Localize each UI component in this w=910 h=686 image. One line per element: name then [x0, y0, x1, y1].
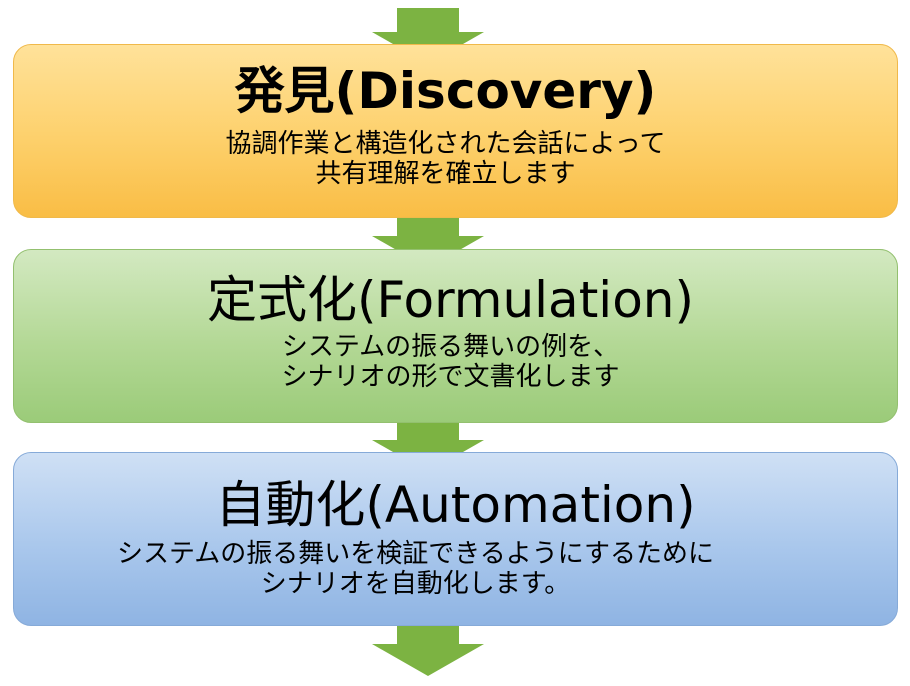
flow-arrow-top — [372, 8, 484, 64]
stage-description-line: 協調作業と構造化された会話によって — [225, 129, 666, 159]
arrow-down-icon — [372, 416, 484, 472]
stage-description: 協調作業と構造化された会話によって 共有理解を確立します — [14, 129, 897, 189]
stage-description-line: 共有理解を確立します — [315, 159, 576, 189]
stage-description-line: シナリオの形で文書化します — [281, 362, 620, 392]
stage-discovery: 発見(Discovery) 協調作業と構造化された会話によって 共有理解を確立し… — [13, 44, 898, 218]
flow-arrow-formulation-to-automation — [372, 416, 484, 472]
arrow-down-icon — [372, 8, 484, 64]
arrow-down-icon — [372, 212, 484, 268]
arrow-down-icon — [372, 620, 484, 676]
stage-automation: 自動化(Automation) システムの振る舞いを検証できるようにするために … — [13, 452, 898, 626]
stage-description: システムの振る舞いを検証できるようにするために シナリオを自動化します。 — [14, 539, 897, 599]
stage-title: 発見(Discovery) — [234, 62, 657, 120]
stage-description-line: システムの振る舞いの例を、 — [281, 332, 620, 362]
flow-arrow-bottom — [372, 620, 484, 676]
stage-description-line: シナリオを自動化します。 — [260, 569, 571, 599]
stage-title: 自動化(Automation) — [215, 476, 696, 534]
stage-title: 定式化(Formulation) — [207, 271, 694, 329]
stage-formulation: 定式化(Formulation) システムの振る舞いの例を、 シナリオの形で文書… — [13, 249, 898, 423]
stage-description-line: システムの振る舞いを検証できるようにするために — [117, 539, 714, 569]
stage-description: システムの振る舞いの例を、 シナリオの形で文書化します — [14, 332, 897, 392]
flow-arrow-discovery-to-formulation — [372, 212, 484, 268]
